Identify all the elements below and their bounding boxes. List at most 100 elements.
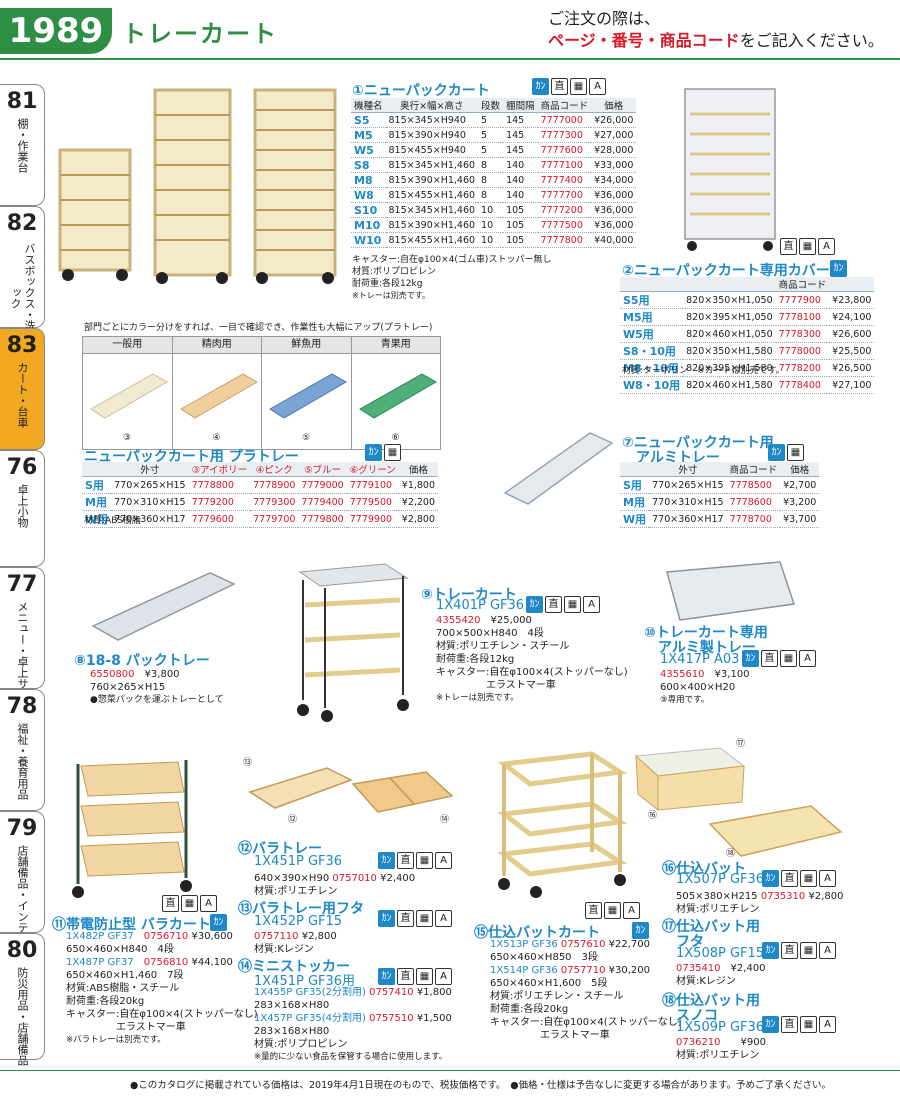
direct-ship-icon: 直	[781, 942, 798, 959]
p10-title2: アルミ製トレー	[658, 640, 756, 656]
kana-icon: ｶﾝ	[378, 852, 395, 869]
direct-ship-icon: 直	[781, 870, 798, 887]
img-num-13: ⑬	[243, 758, 253, 768]
order-notice: ご注文の際は、 ページ・番号・商品コードをご記入ください。	[548, 8, 884, 52]
p9-info: 4355420 ¥25,000 700×500×H840 4段材質:ポリエチレン…	[436, 615, 628, 703]
p3-note: 材質:ABS樹脂	[84, 516, 141, 526]
bat-cart-image	[497, 751, 627, 898]
bara-tray-image	[248, 767, 353, 809]
p14-model: 1X451P GF36用	[254, 974, 356, 989]
p11-info: 1X482P GF37 0756710 ¥30,600 650×460×H840…	[66, 931, 258, 1045]
calendar-icon: ▦	[416, 968, 433, 985]
direct-ship-icon: 直	[585, 902, 602, 919]
p11-title: ⑪帯電防止型 バラカート	[52, 917, 211, 933]
p17-icons: ｶﾝ 直 ▦ A	[762, 942, 836, 959]
p1-title: ①ニューパックカート	[352, 83, 490, 99]
header-rule	[0, 58, 900, 60]
p17-title2: フタ	[676, 934, 704, 950]
alumi-cart-tray-image	[666, 561, 795, 621]
p15-kana: ｶﾝ	[632, 922, 649, 939]
img-num-16: ⑯	[648, 811, 658, 821]
kana-icon: ｶﾝ	[378, 910, 395, 927]
p18-title1: ⑱仕込バット用	[662, 993, 760, 1009]
p13-icons: ｶﾝ 直 ▦ A	[378, 910, 452, 927]
p2-icons: 直 ▦ A	[780, 238, 835, 255]
kana-icon: ｶﾝ	[378, 968, 395, 985]
p15-icons: 直 ▦ A	[585, 902, 640, 919]
p8-title: ⑧18-8 パックトレー	[74, 653, 210, 669]
p2-note: 材質:ターポリン ※カートは別売です。	[622, 366, 785, 376]
calendar-icon: ▦	[799, 238, 816, 255]
kana-icon: ｶﾝ	[768, 444, 785, 461]
kana-icon: ｶﾝ	[365, 444, 382, 461]
p10-model: 1X417P A03	[660, 652, 740, 667]
notice-red: ページ・番号・商品コード	[548, 31, 740, 50]
footer-note: ●このカタログに掲載されている価格は、2019年4月1日現在のもので、税抜価格で…	[130, 1080, 832, 1091]
shikomi-bat-image	[634, 747, 746, 812]
p16-icons: ｶﾝ 直 ▦ A	[762, 870, 836, 887]
calendar-icon: ▦	[570, 78, 587, 95]
direct-ship-icon: 直	[397, 910, 414, 927]
direct-ship-icon: 直	[551, 78, 568, 95]
p15-info: 1X513P GF36 0757610 ¥22,700 650×460×H850…	[490, 939, 682, 1041]
rank-a-icon: A	[435, 910, 452, 927]
p18-title2: スノコ	[676, 1008, 718, 1024]
img-num-18: ⑱	[726, 849, 736, 859]
calendar-icon: ▦	[416, 852, 433, 869]
rank-a-icon: A	[819, 942, 836, 959]
p14-info: 1X455P GF35(2分割用) 0757410 ¥1,800 283×168…	[254, 987, 452, 1062]
p1-icons: ｶﾝ 直 ▦ A	[532, 78, 606, 95]
p12-icons: ｶﾝ 直 ▦ A	[378, 852, 452, 869]
calendar-icon: ▦	[800, 1016, 817, 1033]
p17-model: 1X508P GF15	[676, 946, 765, 961]
kana-icon: ｶﾝ	[762, 942, 779, 959]
mini-stocker-image	[351, 771, 454, 813]
notice-line1: ご注文の際は、	[548, 9, 661, 28]
kana-icon: ｶﾝ	[526, 596, 543, 613]
direct-ship-icon: 直	[397, 968, 414, 985]
img-num-17: ⑰	[736, 739, 746, 749]
calendar-icon: ▦	[384, 444, 401, 461]
p10-title1: ⑩トレーカート専用	[644, 625, 768, 641]
p17-info: 0735410 ¥2,400 材質:Kレジン	[676, 963, 766, 987]
bara-cart-image	[72, 760, 192, 898]
p18-info: 0736210 ¥900 材質:ポリエチレン	[676, 1037, 766, 1061]
p1-notes: キャスター:自在φ100×4(ゴム車)ストッパー無し材質:ポリプロピレン耐荷重:…	[352, 255, 552, 300]
p2-kana: ｶﾝ	[830, 260, 847, 277]
p7-icons: ｶﾝ ▦	[768, 444, 804, 461]
p13-info: 0757110 ¥2,800 材質:Kレジン	[254, 931, 337, 955]
direct-ship-icon: 直	[162, 895, 179, 912]
pack-tray-image	[91, 572, 236, 641]
p8-info: 6550800 ¥3,800 760×265×H15 ●惣菜パックを運ぶトレーと…	[90, 669, 224, 705]
p16-info: 505×380×H215 0735310 ¥2,800 材質:ポリエチレン	[676, 891, 844, 915]
direct-ship-icon: 直	[780, 238, 797, 255]
p14-icons: ｶﾝ 直 ▦ A	[378, 968, 452, 985]
rank-a-icon: A	[435, 968, 452, 985]
rank-a-icon: A	[200, 895, 217, 912]
calendar-icon: ▦	[800, 942, 817, 959]
p9-model: 1X401P GF36	[436, 598, 525, 613]
